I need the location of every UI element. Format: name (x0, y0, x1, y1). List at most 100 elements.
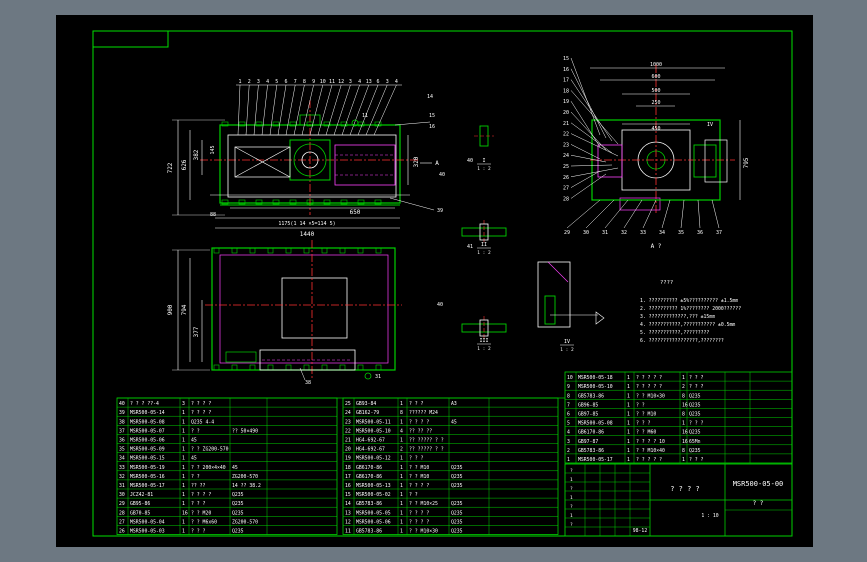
bom-left-cell: ? ? ? ? (191, 401, 211, 407)
bottom-seal (619, 197, 661, 211)
detail-roman: II (481, 242, 487, 248)
detail-bolt (479, 319, 489, 337)
bolt-head (340, 199, 348, 205)
drawing-border (92, 30, 793, 537)
title-cell: ? (570, 522, 573, 528)
bom-mid-cell: ? ? ? ? (409, 483, 429, 489)
part-number: 15 (563, 56, 569, 62)
bom-right-cell: ? ? ? (689, 384, 704, 390)
callout-label: 40 (439, 172, 445, 178)
bom-right-cell: MSR500-05-08 (578, 421, 613, 427)
bolt-head (357, 247, 364, 254)
section-label: A ? (651, 243, 662, 250)
part-number: 6 (284, 79, 287, 85)
leader-line (237, 84, 241, 136)
callout-label: 39 (437, 208, 443, 214)
bom-mid-cell: ? ? ? (409, 401, 424, 407)
bom-mid-cell: HG4-692-67 (356, 447, 385, 453)
bom-left-cell: 1 (182, 465, 185, 471)
notes-title: ???? (660, 280, 673, 286)
callout-label: 38 (305, 380, 311, 386)
leader-line (301, 84, 314, 136)
bom-mid-cell: 2 (400, 447, 403, 453)
part-number: 9 (312, 79, 315, 85)
bom-left-cell: ? ? ZG200-570 (191, 447, 229, 453)
bom-right-cell: MSR500-05-17 (578, 457, 613, 463)
bom-right-cell: 1 (627, 375, 630, 381)
bom-left-cell: 35 (119, 447, 125, 453)
bom-right-cell: 1 (627, 439, 630, 445)
bom-left-cell: ? ? (191, 474, 200, 480)
bom-mid-cell: GB93-84 (356, 401, 376, 407)
bom-right-cell: 1 (627, 412, 630, 418)
bom-left-cell: 29 (119, 501, 125, 507)
bom-left-cell: MSR500-05-14 (130, 410, 165, 416)
leader-line (570, 57, 601, 136)
bom-right-cell: 8 (682, 448, 685, 454)
callout-marker (351, 119, 359, 127)
bom-mid-cell: MSR500-05-06 (356, 519, 391, 525)
bom-left-cell: 1 (182, 519, 185, 525)
part-number: 4 (395, 79, 398, 85)
bom-mid-cell: MSR500-05-05 (356, 510, 391, 516)
dim-height-mid: 382 (193, 149, 200, 160)
part-number: 27 (563, 186, 569, 192)
bom-right-cell: 16 (682, 439, 688, 445)
bolt-head (238, 199, 246, 205)
leader-line (570, 167, 619, 178)
leader-line (349, 84, 370, 136)
leader-line (661, 199, 671, 229)
detail-arrow-label: IV (707, 122, 713, 128)
detail-scale: 1 : 2 (477, 166, 491, 172)
bom-right-cell: 8 (567, 393, 570, 399)
leader-line (570, 133, 619, 157)
dim-height-outer: 722 (167, 162, 174, 173)
bom-left-cell: ZG200-570 (232, 519, 258, 525)
bom-right-cell: 1 (627, 421, 630, 427)
bolt-head (272, 121, 280, 127)
bom-left-cell: JCZ42-81 (130, 492, 153, 498)
bom-mid-cell: ? ? ? ? (409, 419, 429, 425)
drawing-sheet (56, 15, 813, 547)
bolt-head (272, 199, 280, 205)
leader-line (570, 170, 601, 188)
bom-mid-cell: GB5783-86 (356, 501, 382, 507)
leader-line (261, 84, 268, 136)
bom-left-cell: 1 (182, 456, 185, 462)
bom-left-cell: 27 (119, 519, 125, 525)
bom-right-cell: ? ? M10×30 (636, 393, 665, 399)
bom-left-cell: GB70-85 (130, 510, 150, 516)
bom-mid-cell: Q235 (451, 501, 463, 507)
part-number: 3 (257, 79, 260, 85)
hatch-line (547, 261, 569, 283)
part-number: 19 (563, 99, 569, 105)
bom-mid-cell: A3 (451, 401, 457, 407)
part-number: 37 (716, 230, 722, 236)
leader-line (293, 84, 305, 136)
bom-mid-cell: Q235 (451, 483, 463, 489)
bolt-head (213, 364, 220, 371)
part-number: 5 (275, 79, 278, 85)
bolt-head (255, 199, 263, 205)
bom-left-cell: 1 (182, 529, 185, 535)
bolt-head (221, 121, 229, 127)
bom-left-cell: MSR500-05-08 (130, 419, 165, 425)
bolt-head (255, 121, 263, 127)
detail-iv-arrow (595, 311, 605, 325)
part-number: 31 (602, 230, 608, 236)
bom-left-cell: MSR500-05-19 (130, 465, 165, 471)
dim-right: 795 (743, 157, 750, 168)
bom-mid-cell: 1 (400, 401, 403, 407)
dim-height-right: 320 (413, 156, 420, 167)
part-number: 16 (563, 67, 569, 73)
part-number: 34 (659, 230, 665, 236)
dim-top4: 250 (651, 100, 660, 106)
part-number: 4 (266, 79, 269, 85)
note-line: 6. ?????????????????,???????? (640, 338, 724, 344)
leader-line (623, 199, 643, 229)
part-number: 12 (338, 79, 344, 85)
bolt-head (267, 247, 274, 254)
plan-hidden (219, 254, 389, 364)
leader-line (570, 144, 601, 160)
bom-left-cell: 1 (182, 428, 185, 434)
